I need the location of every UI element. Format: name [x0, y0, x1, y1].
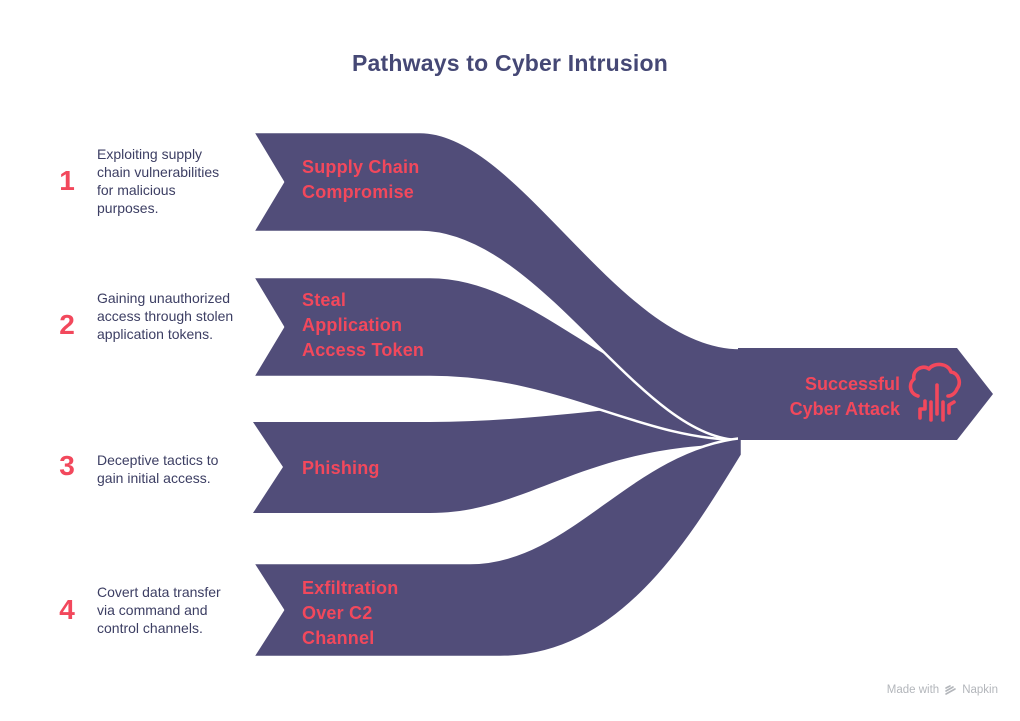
ribbon-phishing: [253, 398, 742, 513]
ribbon-label-phishing: Phishing: [302, 458, 380, 478]
ribbon-label-supply-chain: Supply Chain Compromise: [302, 157, 420, 202]
step-number-2: 2: [59, 309, 75, 340]
step-description-3: Deceptive tactics to gain initial access…: [97, 452, 219, 486]
step-description-4: Covert data transfer via command and con…: [97, 584, 221, 636]
ribbon-label-steal-token: Steal Application Access Token: [302, 290, 425, 360]
napkin-logo-icon: [945, 685, 956, 695]
cloud-circuit-attack-icon: [906, 361, 962, 425]
step-number-3: 3: [59, 450, 75, 481]
step-description-1: Exploiting supply chain vulnerabilities …: [97, 146, 220, 216]
ribbon-exfiltration: [251, 436, 744, 659]
watermark-brand: Napkin: [962, 683, 998, 696]
step-number-1: 1: [59, 165, 75, 196]
step-description-2: Gaining unauthorized access through stol…: [97, 290, 234, 342]
step-number-4: 4: [59, 594, 75, 625]
ribbon-label-exfiltration: Exfiltration Over C2 Channel: [302, 578, 399, 648]
page-title: Pathways to Cyber Intrusion: [352, 50, 668, 76]
result-label: Successful Cyber Attack: [789, 374, 900, 419]
watermark-prefix: Made with: [886, 683, 940, 696]
watermark: Made with Napkin: [887, 683, 998, 696]
